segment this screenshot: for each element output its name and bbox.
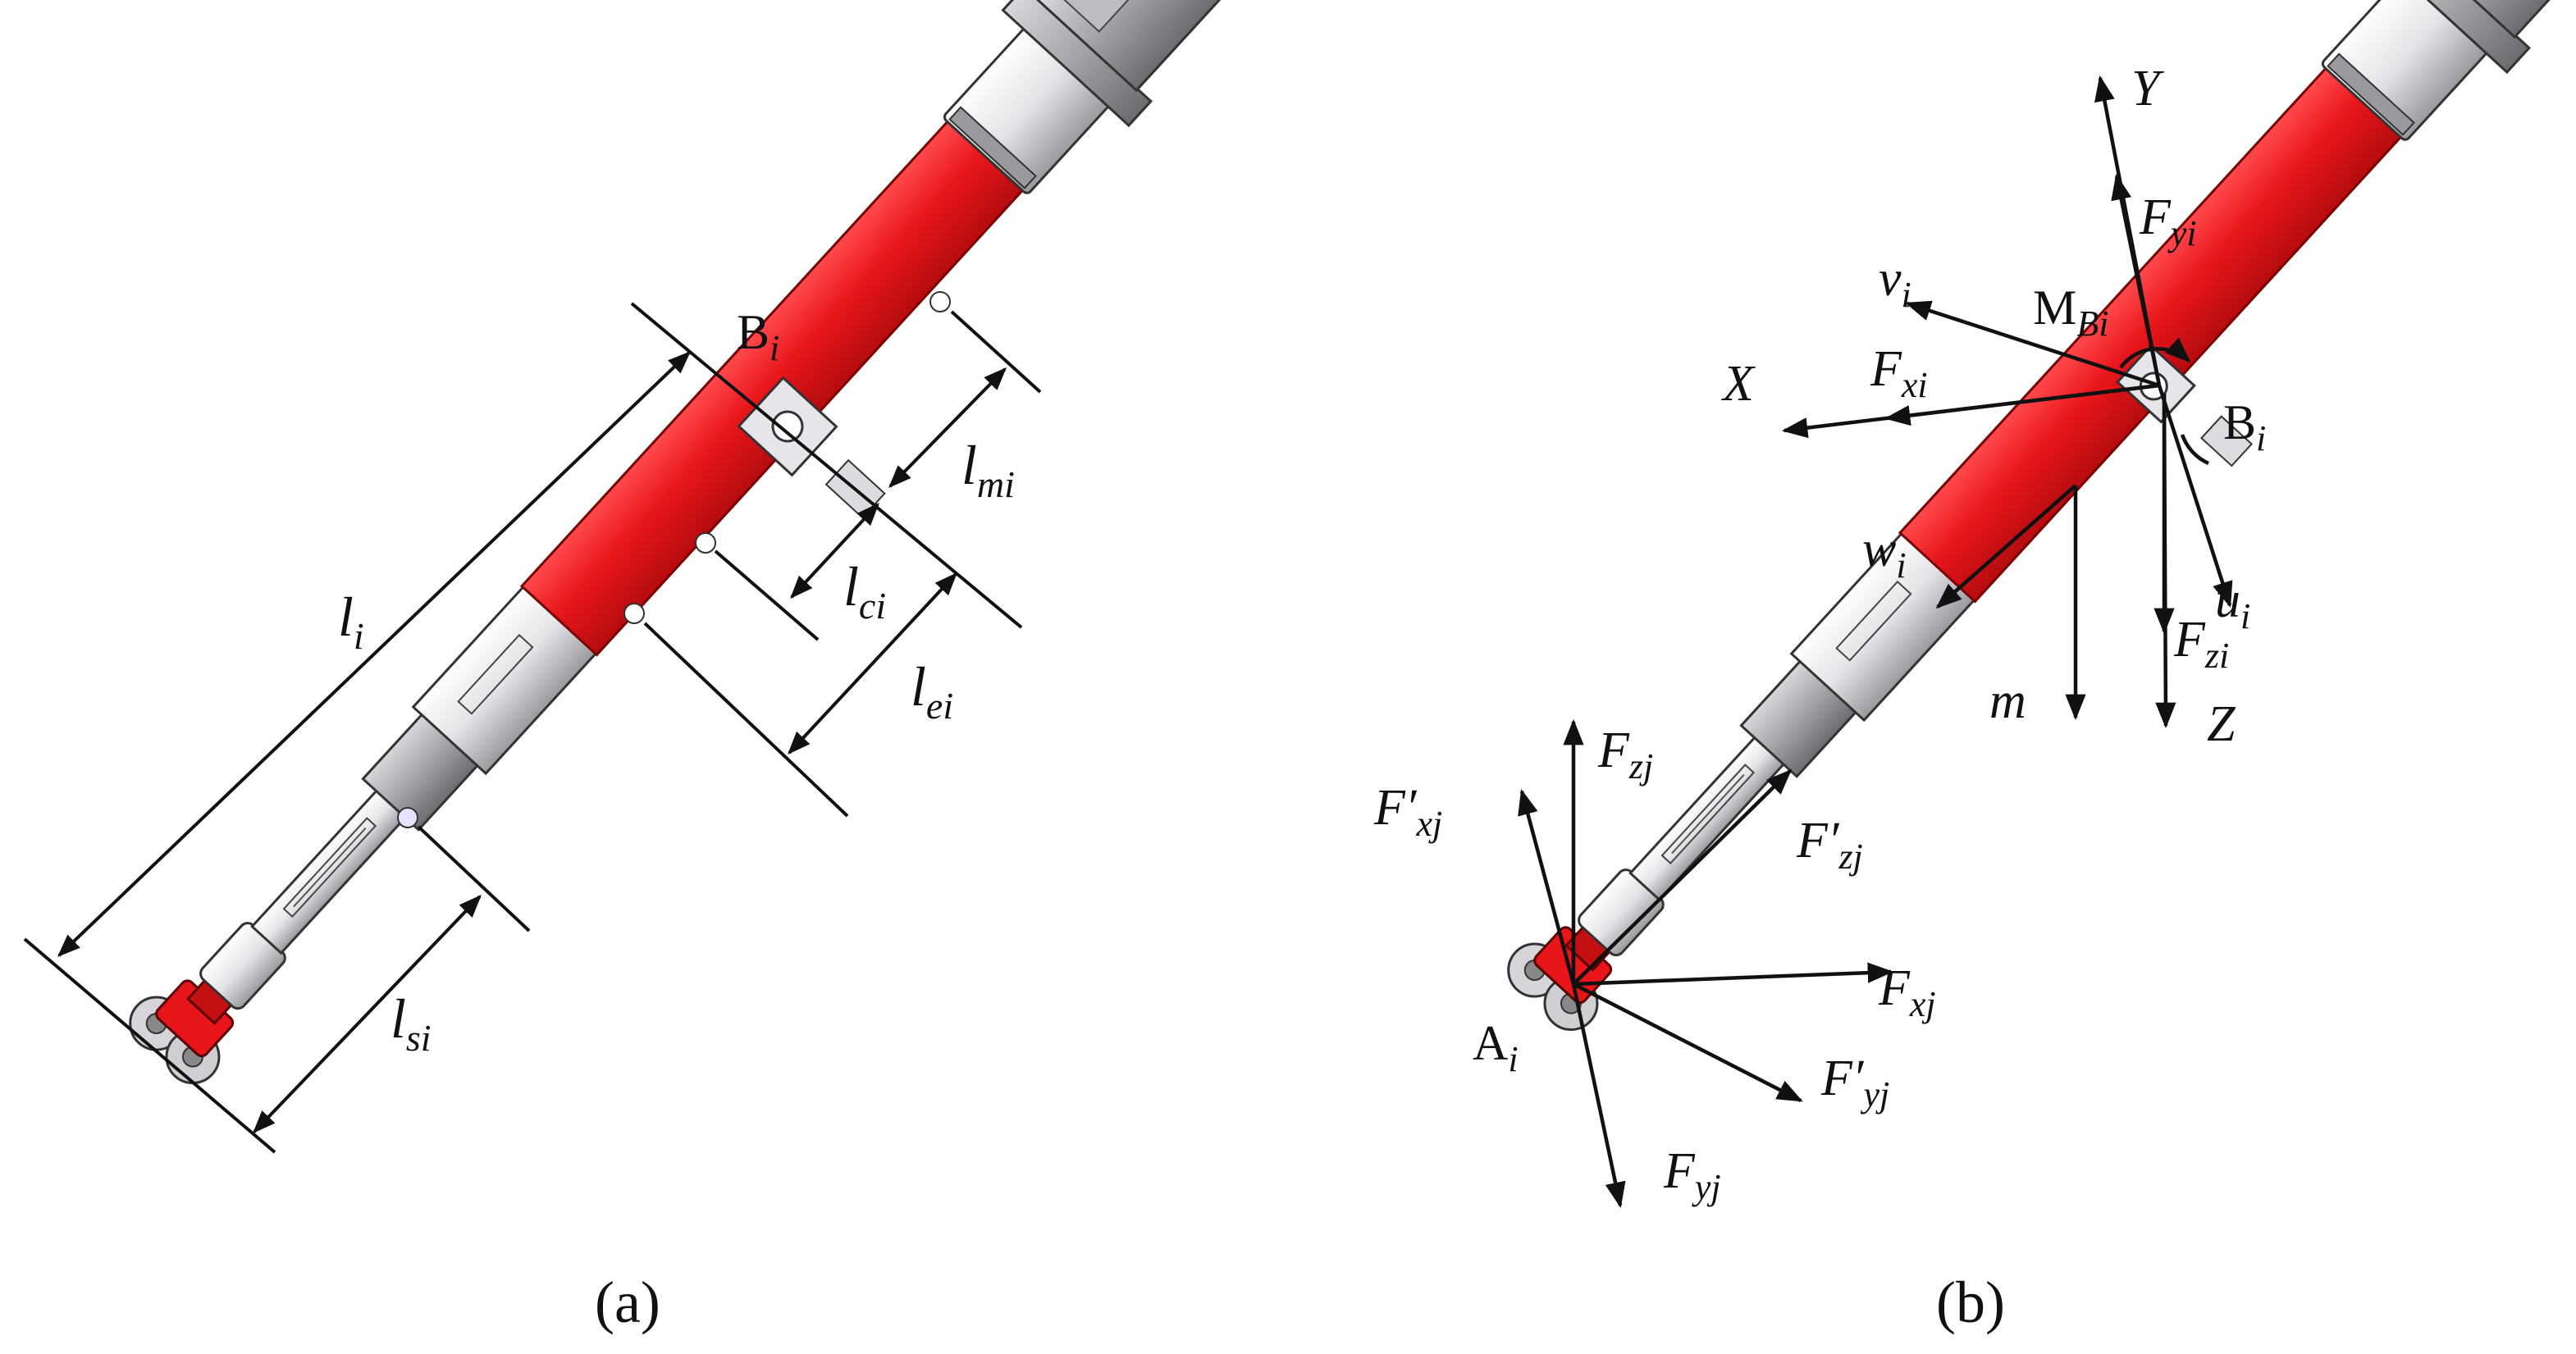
moment-mbi-arc [2119,337,2191,369]
point-lc [695,532,716,554]
caption-b: (b) [1936,1270,2005,1335]
label-bi-a: Bi [737,305,779,368]
label-m: m [1989,673,2026,729]
label-ai: Ai [1473,1016,1519,1079]
actuator-a [93,0,1295,1119]
label-li: li [338,586,364,657]
angle-arc [2180,434,2209,466]
dim-lei [788,572,957,755]
label-x: X [1720,356,1756,412]
panel-b: Y Fyi vi MBi X Fxi Bi wi ui Fzi m Z Fzj … [1373,0,2576,1335]
label-lci: lci [843,555,886,627]
label-fxi: Fxi [1870,341,1928,405]
label-fyi: Fyi [2139,189,2197,253]
ext-lci [714,549,820,641]
ext-lmi [950,310,1042,394]
point-le [623,603,645,624]
caption-a: (a) [595,1270,660,1335]
point-ls [397,807,418,828]
label-mbi: MBi [2033,280,2108,344]
label-wi: wi [1862,522,1907,586]
dim-lsi [253,894,482,1134]
label-fpyj: F′yj [1820,1051,1889,1115]
panel-a: Bi li lmi lci lei lsi (a) [23,0,1295,1335]
label-fxj: Fxj [1878,960,1936,1024]
point-lm [929,291,951,312]
label-fpxj: F′xj [1373,780,1442,844]
label-lsi: lsi [391,987,432,1059]
label-vi: vi [1879,251,1911,315]
label-lei: lei [911,655,953,727]
label-y: Y [2131,61,2164,116]
label-fpzj: F′zj [1796,813,1863,877]
force-fxj-arrow [1573,962,1894,987]
label-lmi: lmi [961,434,1015,505]
dim-lci [790,502,879,599]
force-fxi-arrow [1884,383,2160,426]
label-z: Z [2207,696,2236,752]
dim-li [57,351,692,957]
label-fzi: Fzi [2173,612,2229,676]
force-fyj-arrow [1571,983,1626,1209]
label-fzj: Fzj [1597,723,1653,786]
vector-wi-arrow [1935,484,2077,609]
label-ui: ui [2215,572,2250,636]
ext-lsi [417,825,531,932]
dim-lmi [888,367,1007,489]
mount-block-a [737,376,838,477]
label-bi-b: Bi [2223,395,2266,458]
label-fyj: Fyj [1663,1143,1721,1207]
force-fpyj-arrow [1572,982,1803,1103]
vector-ui-arrow [2157,385,2233,608]
ext-li-bottom [23,937,276,1154]
ext-lei [643,622,849,818]
vector-vi-arrow [1905,300,2160,388]
force-fpzj-arrow [1572,768,1793,986]
force-fpxj-arrow [1518,788,1576,985]
